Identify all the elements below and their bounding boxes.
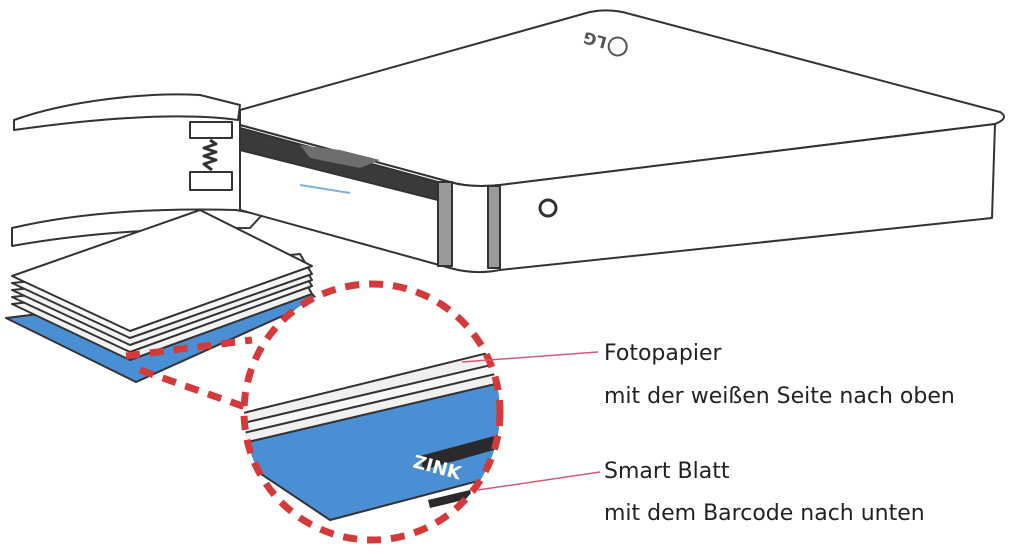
magnifier-ring — [240, 280, 504, 544]
power-button-icon — [538, 198, 558, 218]
magnifier-connectors — [125, 336, 253, 412]
barcode-bar — [428, 490, 472, 508]
printer-corner-band-right — [487, 185, 501, 269]
smart-sheet-callout-subtitle: mit dem Barcode nach unten — [604, 501, 925, 526]
smart-sheet-leader-line — [477, 471, 601, 491]
hinge-top — [189, 121, 233, 139]
paper-stack — [5, 209, 319, 383]
printer-illustration — [11, 9, 1005, 274]
paper-callout: Fotopapier mit der weißen Seite nach obe… — [461, 341, 955, 409]
paper-callout-title: Fotopapier — [604, 341, 722, 366]
paper-slot-highlight — [300, 145, 380, 168]
printer-corner-band-left — [437, 181, 453, 267]
paper-callout-subtitle: mit der weißen Seite nach oben — [604, 384, 955, 409]
hinge-spring — [202, 138, 218, 172]
paper-guide-line — [299, 184, 351, 194]
barcode-strip — [420, 433, 500, 470]
hinge-bottom — [189, 171, 233, 191]
smart-sheet-callout-title: Smart Blatt — [604, 459, 730, 484]
paper-top-sheet — [11, 209, 313, 332]
printer-cover — [13, 93, 241, 131]
paper-leader-line — [461, 351, 599, 363]
smart-sheet-callout: Smart Blatt mit dem Barcode nach unten — [477, 459, 925, 526]
